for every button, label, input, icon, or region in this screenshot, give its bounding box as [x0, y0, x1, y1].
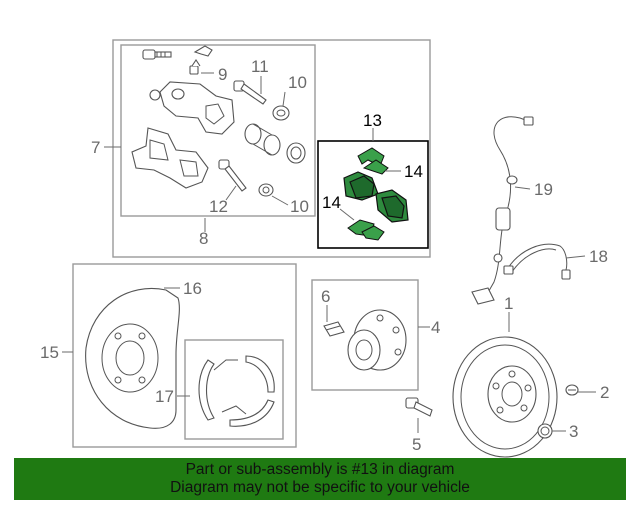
wheel-speed-sensor[interactable]	[471, 116, 534, 305]
callout-4: 4	[431, 318, 440, 337]
brake-pad-inner[interactable]	[343, 171, 379, 201]
callout-9: 9	[218, 65, 227, 84]
banner-line-1: Part or sub-assembly is #13 in diagram	[185, 461, 455, 478]
parking-brake-shoes[interactable]	[198, 355, 275, 427]
info-banner: Part or sub-assembly is #13 in diagram D…	[14, 458, 626, 500]
brake-rotor[interactable]	[452, 336, 558, 458]
leader-lines	[62, 72, 596, 433]
callout-1: 1	[504, 294, 513, 313]
callout-7: 7	[91, 138, 100, 157]
boot[interactable]	[272, 105, 290, 121]
callout-3: 3	[569, 422, 578, 441]
pad-clip-lower[interactable]	[347, 219, 385, 241]
backing-plate-box	[72, 263, 297, 448]
callout-19: 19	[534, 180, 553, 199]
backing-plate[interactable]	[85, 288, 180, 429]
callout-13[interactable]: 13	[363, 111, 382, 130]
banner-line-2: Diagram may not be specific to your vehi…	[170, 479, 470, 496]
callout-18: 18	[589, 247, 608, 266]
callout-10-upper: 10	[288, 73, 307, 92]
callout-2: 2	[600, 383, 609, 402]
hub-box	[311, 279, 419, 391]
callout-10-lower: 10	[290, 197, 309, 216]
caliper-plug[interactable]	[149, 89, 161, 101]
callout-14-lower: 14	[322, 193, 341, 212]
brake-hose[interactable]	[503, 243, 571, 280]
hub-bolt[interactable]	[405, 397, 433, 417]
caliper-body[interactable]	[159, 81, 235, 135]
callout-15: 15	[40, 343, 59, 362]
rotor-screw[interactable]	[565, 384, 579, 396]
hub-bearing[interactable]	[347, 309, 407, 371]
piston[interactable]	[244, 123, 281, 156]
parking-shoe-box	[184, 339, 284, 440]
caliper-bracket[interactable]	[131, 127, 209, 189]
guide-pin-lower[interactable]	[218, 159, 247, 192]
callout-11: 11	[251, 57, 269, 76]
caliper-clip[interactable]	[193, 45, 213, 57]
piston-seal[interactable]	[286, 142, 306, 164]
callout-5: 5	[412, 435, 421, 454]
callout-16: 16	[183, 279, 202, 298]
brake-pad-outer[interactable]	[375, 189, 409, 223]
bleeder-screw[interactable]	[189, 59, 201, 75]
guide-pin[interactable]	[233, 80, 267, 105]
pad-clip-upper[interactable]	[357, 147, 389, 175]
callout-12: 12	[209, 197, 228, 216]
caliper-subassembly-box	[120, 44, 316, 217]
callout-14-upper: 14	[404, 162, 423, 181]
wheel-stud[interactable]	[323, 321, 345, 337]
boot-lower[interactable]	[258, 183, 274, 197]
caliper-bolt[interactable]	[142, 49, 172, 60]
callout-8: 8	[199, 229, 208, 248]
callout-17: 17	[155, 387, 174, 406]
callout-6: 6	[321, 287, 330, 306]
dust-cap[interactable]	[537, 423, 553, 439]
caliper-assembly-box	[112, 39, 431, 258]
